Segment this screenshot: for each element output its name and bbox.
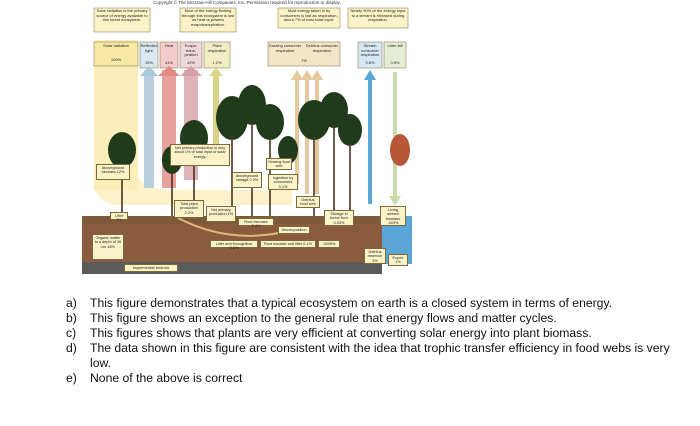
- plant-respiration-arrow: [213, 70, 219, 155]
- stream-respiration-arrow: [368, 74, 372, 204]
- reflect-value: 15%: [144, 60, 153, 65]
- reflected-light-arrow: [144, 70, 154, 188]
- solar-note-text: Solar radiation is the primary source of…: [96, 8, 148, 23]
- stream-resp-value: 0.6%: [365, 60, 375, 65]
- detritus-reservoir-box: Detritus reservoir 3%: [364, 248, 386, 264]
- solar-label: Solar radiation: [103, 43, 129, 48]
- plant-resp-value: 1.2%: [212, 60, 222, 65]
- evapo-value: 42%: [186, 60, 195, 65]
- option-letter: d): [66, 341, 77, 355]
- living-stream-biomass-box: Living stream biomass .003%: [380, 206, 406, 226]
- answer-options: a) This figure demonstrates that a typic…: [66, 296, 686, 386]
- consumer-resp-value: 7%: [301, 58, 307, 63]
- option-d[interactable]: d) The data shown in this figure are con…: [66, 341, 686, 371]
- litter-box: Litter 7%: [110, 212, 128, 222]
- root-biomass-box: Root biomass 2.4%: [238, 218, 274, 228]
- option-text: This figure shows an exception to the ge…: [90, 311, 557, 325]
- decomposition-box: Decomposition: [278, 226, 310, 234]
- stream-resp-label: Stream consumer respiration: [360, 43, 380, 58]
- litter-fall-value: 0.5%: [390, 60, 400, 65]
- reflect-label: Reflected light: [140, 43, 158, 53]
- option-letter: c): [66, 326, 77, 340]
- option-letter: e): [66, 371, 77, 385]
- litter-fall-label: Litter fall: [387, 43, 403, 48]
- grazing-resp-label: Grazing consumer respiration: [268, 43, 302, 53]
- option-e[interactable]: e) None of the above is correct: [66, 371, 686, 386]
- npp-note-box: Net primary production is only about 1% …: [170, 144, 230, 166]
- root-exudate-box: Root exudate and litter 0.1%: [260, 240, 316, 248]
- export-percent-box: .0005%: [318, 240, 340, 248]
- ecosystem-energy-figure: Copyright © The McGraw-Hill Companies, I…: [82, 0, 412, 278]
- stream-note-text: Nearly 90% of the energy input to a stre…: [350, 8, 406, 23]
- option-text: None of the above is correct: [90, 371, 243, 385]
- grazing-food-web-box: Grazing food web: [266, 158, 292, 170]
- heat-value: 41%: [164, 60, 173, 65]
- total-plant-production-box: Total plant production 2.2%: [174, 200, 204, 218]
- net-primary-production-box: Net primary production 1%: [206, 206, 236, 222]
- plant-resp-label: Plant respiration: [207, 43, 227, 53]
- heat-label: Heat: [164, 43, 174, 48]
- option-c[interactable]: c) This figures shows that plants are ve…: [66, 326, 686, 341]
- evapo-label: Evapo-trans-piration: [184, 43, 198, 58]
- bedrock-box: Impermeable bedrock: [124, 264, 178, 272]
- copyright-line: Copyright © The McGraw-Hill Companies, I…: [153, 0, 341, 5]
- litter-throughflow-box: Litter and throughflow 0.6%: [210, 240, 258, 250]
- aboveground-biomass-box: Aboveground biomass 12%: [96, 164, 130, 180]
- consumer-respiration-arrow-1: [295, 74, 299, 184]
- option-a[interactable]: a) This figure demonstrates that a typic…: [66, 296, 686, 311]
- option-text: This figures shows that plants are very …: [90, 326, 592, 340]
- storage-forest-floor-box: Storage in forest floor 0.03%: [324, 210, 354, 226]
- option-letter: b): [66, 311, 77, 325]
- option-letter: a): [66, 296, 77, 310]
- organic-matter-box: Organic matter to a depth of 36 cm 18%: [92, 234, 124, 260]
- detritus-resp-label: Detritus consumer respiration: [305, 43, 339, 53]
- forest-trees: [108, 85, 362, 174]
- autumn-tree: [390, 134, 410, 166]
- figure-illustration: [82, 5, 412, 274]
- consumer-note-text: Most energy taken in by consumers is los…: [280, 8, 338, 23]
- litter-fall-arrow: [393, 72, 397, 200]
- export-box: Export 1%: [388, 254, 408, 266]
- ingestion-box: Ingestion by consumers 0.1%: [268, 174, 298, 190]
- solar-value: 100%: [110, 57, 122, 62]
- option-text: The data shown in this figure are consis…: [90, 341, 670, 370]
- option-b[interactable]: b) This figure shows an exception to the…: [66, 311, 686, 326]
- detritus-food-web-box: Detritus food web: [296, 196, 320, 208]
- heat-note-text: Most of the energy flowing through this …: [181, 8, 235, 27]
- option-text: This figure demonstrates that a typical …: [90, 296, 613, 310]
- aboveground-storage-box: Aboveground storage 0.2%: [232, 172, 262, 188]
